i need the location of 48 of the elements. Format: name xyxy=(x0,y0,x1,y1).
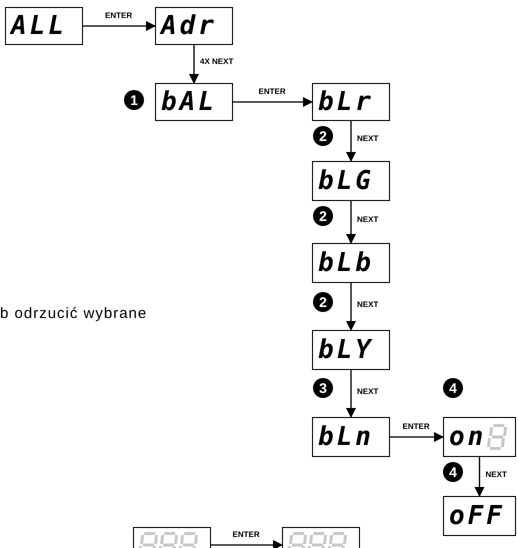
display-box xyxy=(443,417,516,457)
paragraph-fragment: b odrzucić wybrane xyxy=(0,304,148,324)
display-readout: bLG xyxy=(318,168,374,194)
display-box xyxy=(312,330,390,370)
arrow xyxy=(233,97,313,107)
arrow xyxy=(474,457,484,497)
callout-number: 2 xyxy=(313,292,333,312)
edge-label: NEXT xyxy=(357,388,378,396)
callout-number: 4 xyxy=(443,378,463,398)
edge-label: ENTER xyxy=(105,12,132,20)
display-readout: oFF xyxy=(449,503,505,529)
arrow xyxy=(211,540,283,548)
callout-number: 3 xyxy=(313,378,333,398)
display-readout: on xyxy=(449,424,486,450)
edge-label: ENTER xyxy=(232,531,260,539)
arrow xyxy=(346,283,356,331)
callout-number: 2 xyxy=(313,126,333,146)
display-readout: bLn xyxy=(318,424,374,450)
display-box xyxy=(312,83,390,121)
display-readout: Adr xyxy=(161,13,217,39)
display-readout: ALL xyxy=(11,13,67,39)
arrow xyxy=(189,45,199,84)
edge-label: 4X NEXT xyxy=(200,58,234,66)
display-box xyxy=(312,161,390,201)
edge-label: NEXT xyxy=(357,216,378,224)
edge-label: NEXT xyxy=(357,135,378,143)
display-box xyxy=(443,496,516,536)
edge-label: ENTER xyxy=(402,423,430,431)
display-box xyxy=(312,243,390,283)
display-readout: bLY xyxy=(318,337,374,363)
callout-number: 4 xyxy=(443,462,463,482)
edge-label: NEXT xyxy=(486,470,507,478)
arrow xyxy=(346,201,356,244)
display-box xyxy=(5,7,83,45)
edge-label: ENTER xyxy=(258,88,286,96)
arrow xyxy=(346,121,356,162)
arrow xyxy=(390,432,444,442)
callout-number: 1 xyxy=(124,90,144,110)
display-box xyxy=(155,7,233,45)
edge-label: NEXT xyxy=(357,300,378,308)
display-readout: bLb xyxy=(318,250,374,276)
display-box xyxy=(312,417,390,457)
display-readout: bLr xyxy=(318,89,374,115)
display-readout: bAL xyxy=(161,89,217,115)
display-box xyxy=(155,83,233,121)
callout-number: 2 xyxy=(313,206,333,226)
arrow xyxy=(346,370,356,418)
arrow xyxy=(83,21,156,31)
